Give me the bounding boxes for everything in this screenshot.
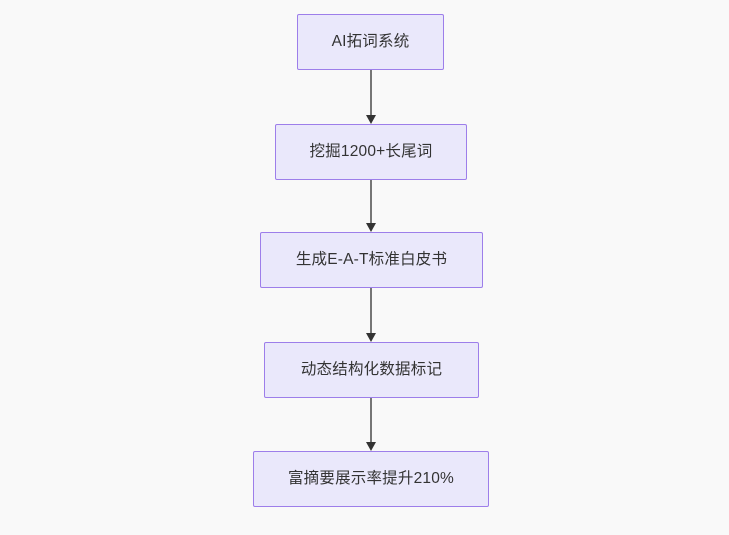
edge-line <box>370 70 372 116</box>
edge-line <box>370 288 372 334</box>
edge-line <box>370 398 372 443</box>
node-label: 挖掘1200+长尾词 <box>309 143 433 161</box>
node-label: AI拓词系统 <box>331 33 410 51</box>
flowchart-node-rich-snippet-impression-lift[interactable]: 富摘要展示率提升210% <box>253 451 489 507</box>
arrow-head-icon <box>366 333 376 342</box>
edge-node4-to-node5 <box>366 398 376 451</box>
flowchart-node-ai-keyword-system[interactable]: AI拓词系统 <box>297 14 444 70</box>
edge-node1-to-node2 <box>366 70 376 124</box>
flowchart-node-dynamic-structured-data-markup[interactable]: 动态结构化数据标记 <box>264 342 479 398</box>
node-label: 生成E-A-T标准白皮书 <box>295 251 448 269</box>
edge-node3-to-node4 <box>366 288 376 342</box>
edge-line <box>370 180 372 224</box>
arrow-head-icon <box>366 115 376 124</box>
arrow-head-icon <box>366 442 376 451</box>
arrow-head-icon <box>366 223 376 232</box>
flowchart-node-mine-longtail-keywords[interactable]: 挖掘1200+长尾词 <box>275 124 467 180</box>
edge-node2-to-node3 <box>366 180 376 232</box>
node-label: 动态结构化数据标记 <box>300 361 443 379</box>
node-label: 富摘要展示率提升210% <box>287 470 455 488</box>
flowchart-node-generate-eat-whitepaper[interactable]: 生成E-A-T标准白皮书 <box>260 232 483 288</box>
